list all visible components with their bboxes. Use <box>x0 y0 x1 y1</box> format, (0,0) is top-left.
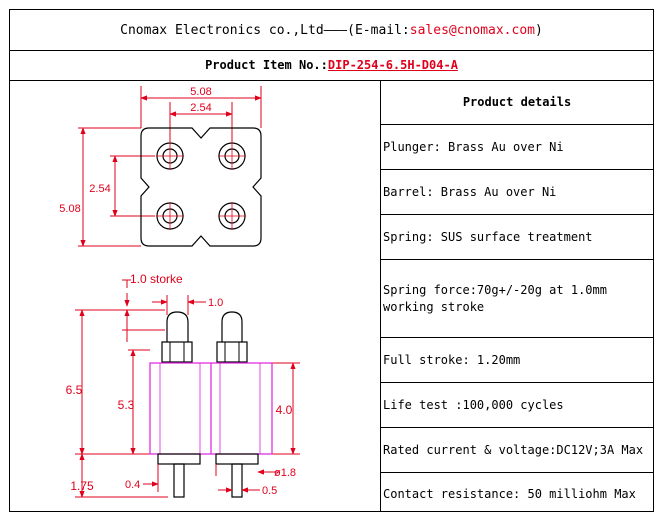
detail-row-life-test: Life test :100,000 cycles <box>381 383 653 428</box>
product-details-table: Product details Plunger: Brass Au over N… <box>381 80 653 511</box>
detail-row-rated: Rated current & voltage:DC12V;3A Max <box>381 428 653 473</box>
drawing-svg: 5.08 2.54 2.54 5.08 <box>59 86 300 498</box>
dim-label: 2.54 <box>89 183 110 195</box>
product-item-label: Product Item No.: <box>205 58 328 72</box>
stroke-callout: 1.0 storke <box>130 272 183 286</box>
email-link[interactable]: sales@cnomax.com <box>409 22 535 38</box>
technical-drawing: 5.08 2.54 2.54 5.08 <box>10 80 381 511</box>
details-title: Product details <box>381 80 653 125</box>
detail-row-plunger: Plunger: Brass Au over Ni <box>381 125 653 170</box>
detail-row-full-stroke: Full stroke: 1.20mm <box>381 338 653 383</box>
company-name: Cnomax Electronics co.,Ltd <box>120 22 324 38</box>
tail-right <box>231 463 243 498</box>
dim-label: 4.0 <box>276 403 293 417</box>
dim-label: 1.0 <box>208 297 223 309</box>
detail-row-spring: Spring: SUS surface treatment <box>381 215 653 260</box>
dim-label: ø1.8 <box>274 467 296 479</box>
header-close: ) <box>535 22 543 38</box>
plunger-left <box>166 311 189 342</box>
tail-left <box>173 463 185 498</box>
detail-row-barrel: Barrel: Brass Au over Ni <box>381 170 653 215</box>
product-item-row: Product Item No.: DIP-254-6.5H-D04-A <box>10 50 653 81</box>
dim-label: 2.54 <box>190 102 211 114</box>
detail-row-contact-resistance: Contact resistance: 50 milliohm Max <box>383 487 636 501</box>
flange-right <box>215 453 259 465</box>
dim-label: 5.3 <box>118 398 135 412</box>
company-header: Cnomax Electronics co.,Ltd ———( E-mail: … <box>10 10 653 51</box>
header-dashes: ———( <box>323 22 355 38</box>
dim-label: 0.5 <box>262 485 277 497</box>
dim-label: 1.75 <box>70 479 94 493</box>
product-item-number: DIP-254-6.5H-D04-A <box>327 58 458 72</box>
dim-label: 6.5 <box>66 383 83 397</box>
detail-row-spring-force: Spring force:70g+/-20g at 1.0mm working … <box>381 260 653 338</box>
dim-label: 5.08 <box>59 203 80 215</box>
plunger-right <box>221 311 243 342</box>
email-label: E-mail: <box>354 22 410 38</box>
flange-left <box>157 453 201 465</box>
top-view: 5.08 2.54 2.54 5.08 <box>59 86 262 247</box>
housing-outline <box>140 127 262 247</box>
spec-sheet: Cnomax Electronics co.,Ltd ———( E-mail: … <box>9 9 654 512</box>
dim-label: 0.4 <box>125 479 140 491</box>
side-view: 1.0 storke 1.0 <box>66 272 300 498</box>
dim-label: 5.08 <box>190 86 211 98</box>
